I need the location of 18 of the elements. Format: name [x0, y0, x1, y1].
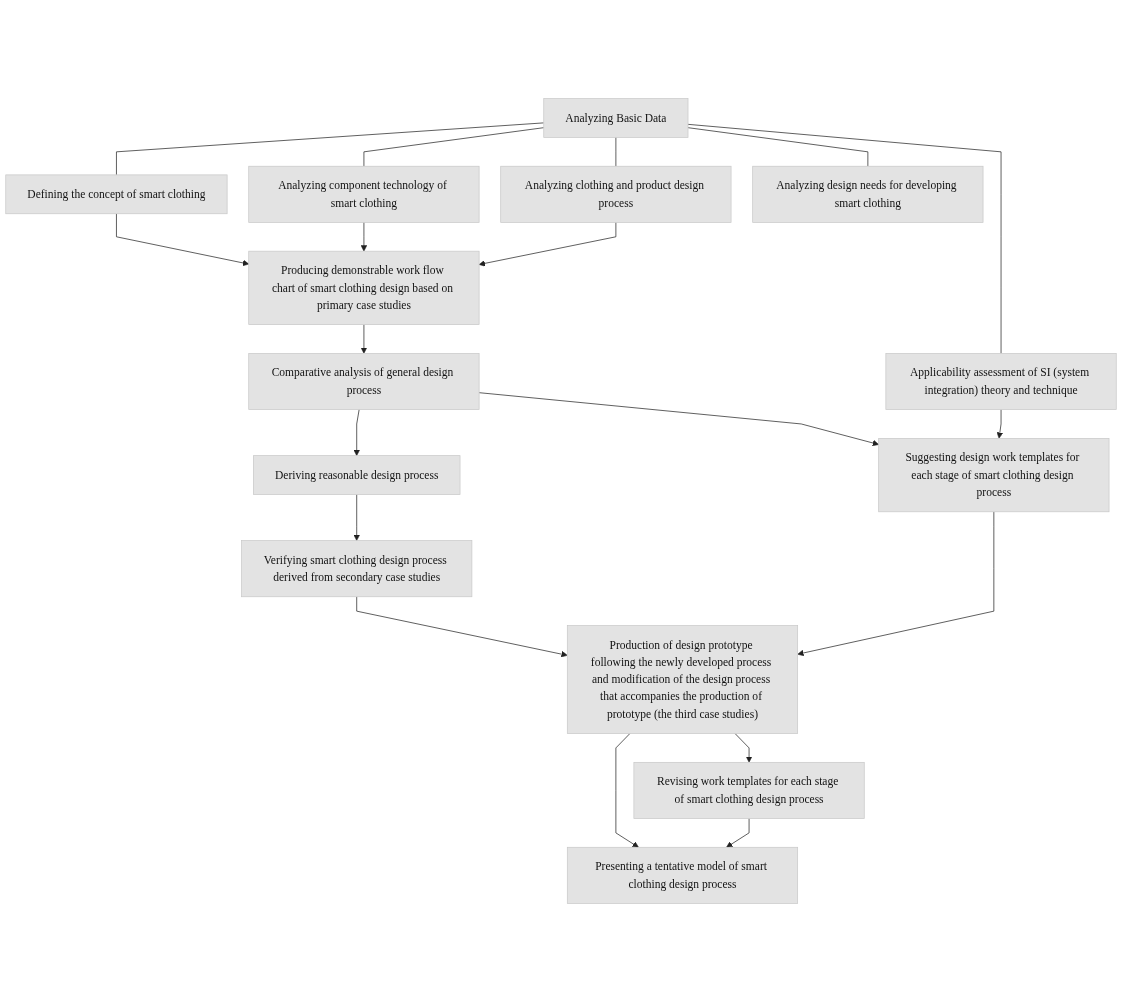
node-box: Suggesting design work templates for each stage of smart clothing design process	[878, 438, 1110, 513]
node-box: Revising work templates for each stage of smart clothing design process	[633, 761, 865, 819]
node-box: Production of design prototype following the newly developed process and modification of the design process that accompanies the production of prototype (the third case studies)	[566, 625, 799, 734]
node-box: Producing demonstrable work flow chart of smart clothing design based on primary case studies	[248, 250, 480, 325]
node-box: Deriving reasonable design process	[253, 455, 461, 495]
node-box: Presenting a tentative model of smart clothing design process	[566, 846, 799, 904]
node-box: Comparative analysis of general design process	[248, 353, 480, 410]
connector	[363, 127, 545, 167]
node-box: Defining the concept of smart clothing	[5, 174, 228, 215]
connector	[687, 127, 869, 167]
node-box: Verifying smart clothing design process derived from secondary case studies	[241, 540, 473, 598]
connector	[687, 123, 1002, 354]
connector	[116, 122, 545, 176]
node-box: Analyzing design needs for developing smart clothing	[752, 165, 984, 223]
node-box: Analyzing clothing and product design process	[500, 165, 732, 223]
node-box: Analyzing Basic Data	[543, 98, 689, 138]
node-box: Analyzing component technology of smart clothing	[248, 165, 480, 223]
node-box: Applicability assessment of SI (system integration) theory and technique	[885, 353, 1117, 410]
